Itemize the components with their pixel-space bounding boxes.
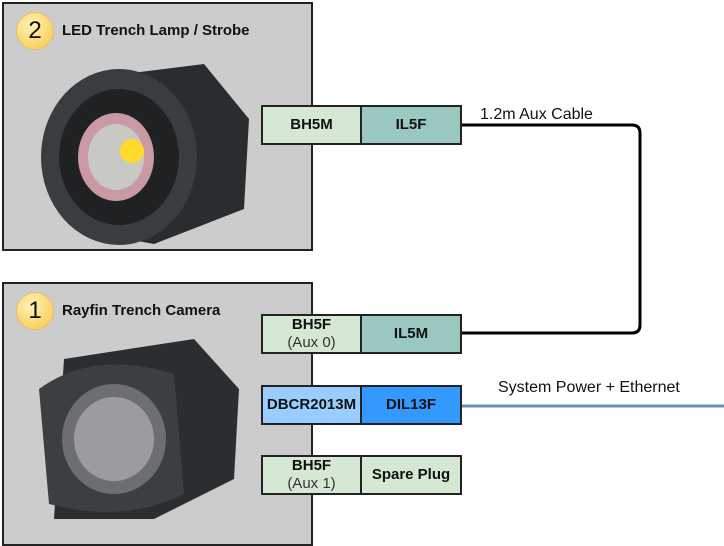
connector-note: (Aux 0) xyxy=(287,334,336,351)
main-inline-connector: DIL13F xyxy=(360,385,462,425)
connector-label: BH5F xyxy=(291,316,332,333)
aux0-bulkhead-connector: BH5F(Aux 0) xyxy=(261,314,362,354)
connector-label: Spare Plug xyxy=(371,466,451,483)
main-bulkhead-connector: DBCR2013M xyxy=(261,385,362,425)
connector-label: BH5F xyxy=(291,457,332,474)
aux-cable xyxy=(461,123,642,335)
aux-cable-label: 1.2m Aux Cable xyxy=(480,106,593,123)
connector-note: (Aux 1) xyxy=(287,475,336,492)
lamp-number-badge: 2 xyxy=(16,12,54,50)
connector-label: IL5M xyxy=(393,325,429,342)
camera-image xyxy=(39,339,239,519)
connector-label: IL5F xyxy=(395,116,427,133)
connector-label: DBCR2013M xyxy=(266,396,357,413)
lamp-title: LED Trench Lamp / Strobe xyxy=(62,22,250,39)
led-lamp-image xyxy=(41,64,249,245)
spare-plug: Spare Plug xyxy=(360,455,462,495)
system-cable-label: System Power + Ethernet xyxy=(498,379,680,396)
cable-layer xyxy=(461,123,724,408)
camera-number-badge: 1 xyxy=(16,292,54,330)
connector-label: DIL13F xyxy=(385,396,436,413)
lamp-bulkhead-connector: BH5M xyxy=(261,105,362,145)
lamp-inline-connector: IL5F xyxy=(360,105,462,145)
connector-label: BH5M xyxy=(290,116,333,133)
camera-title: Rayfin Trench Camera xyxy=(62,302,221,319)
aux1-bulkhead-connector: BH5F(Aux 1) xyxy=(261,455,362,495)
aux0-inline-connector: IL5M xyxy=(360,314,462,354)
